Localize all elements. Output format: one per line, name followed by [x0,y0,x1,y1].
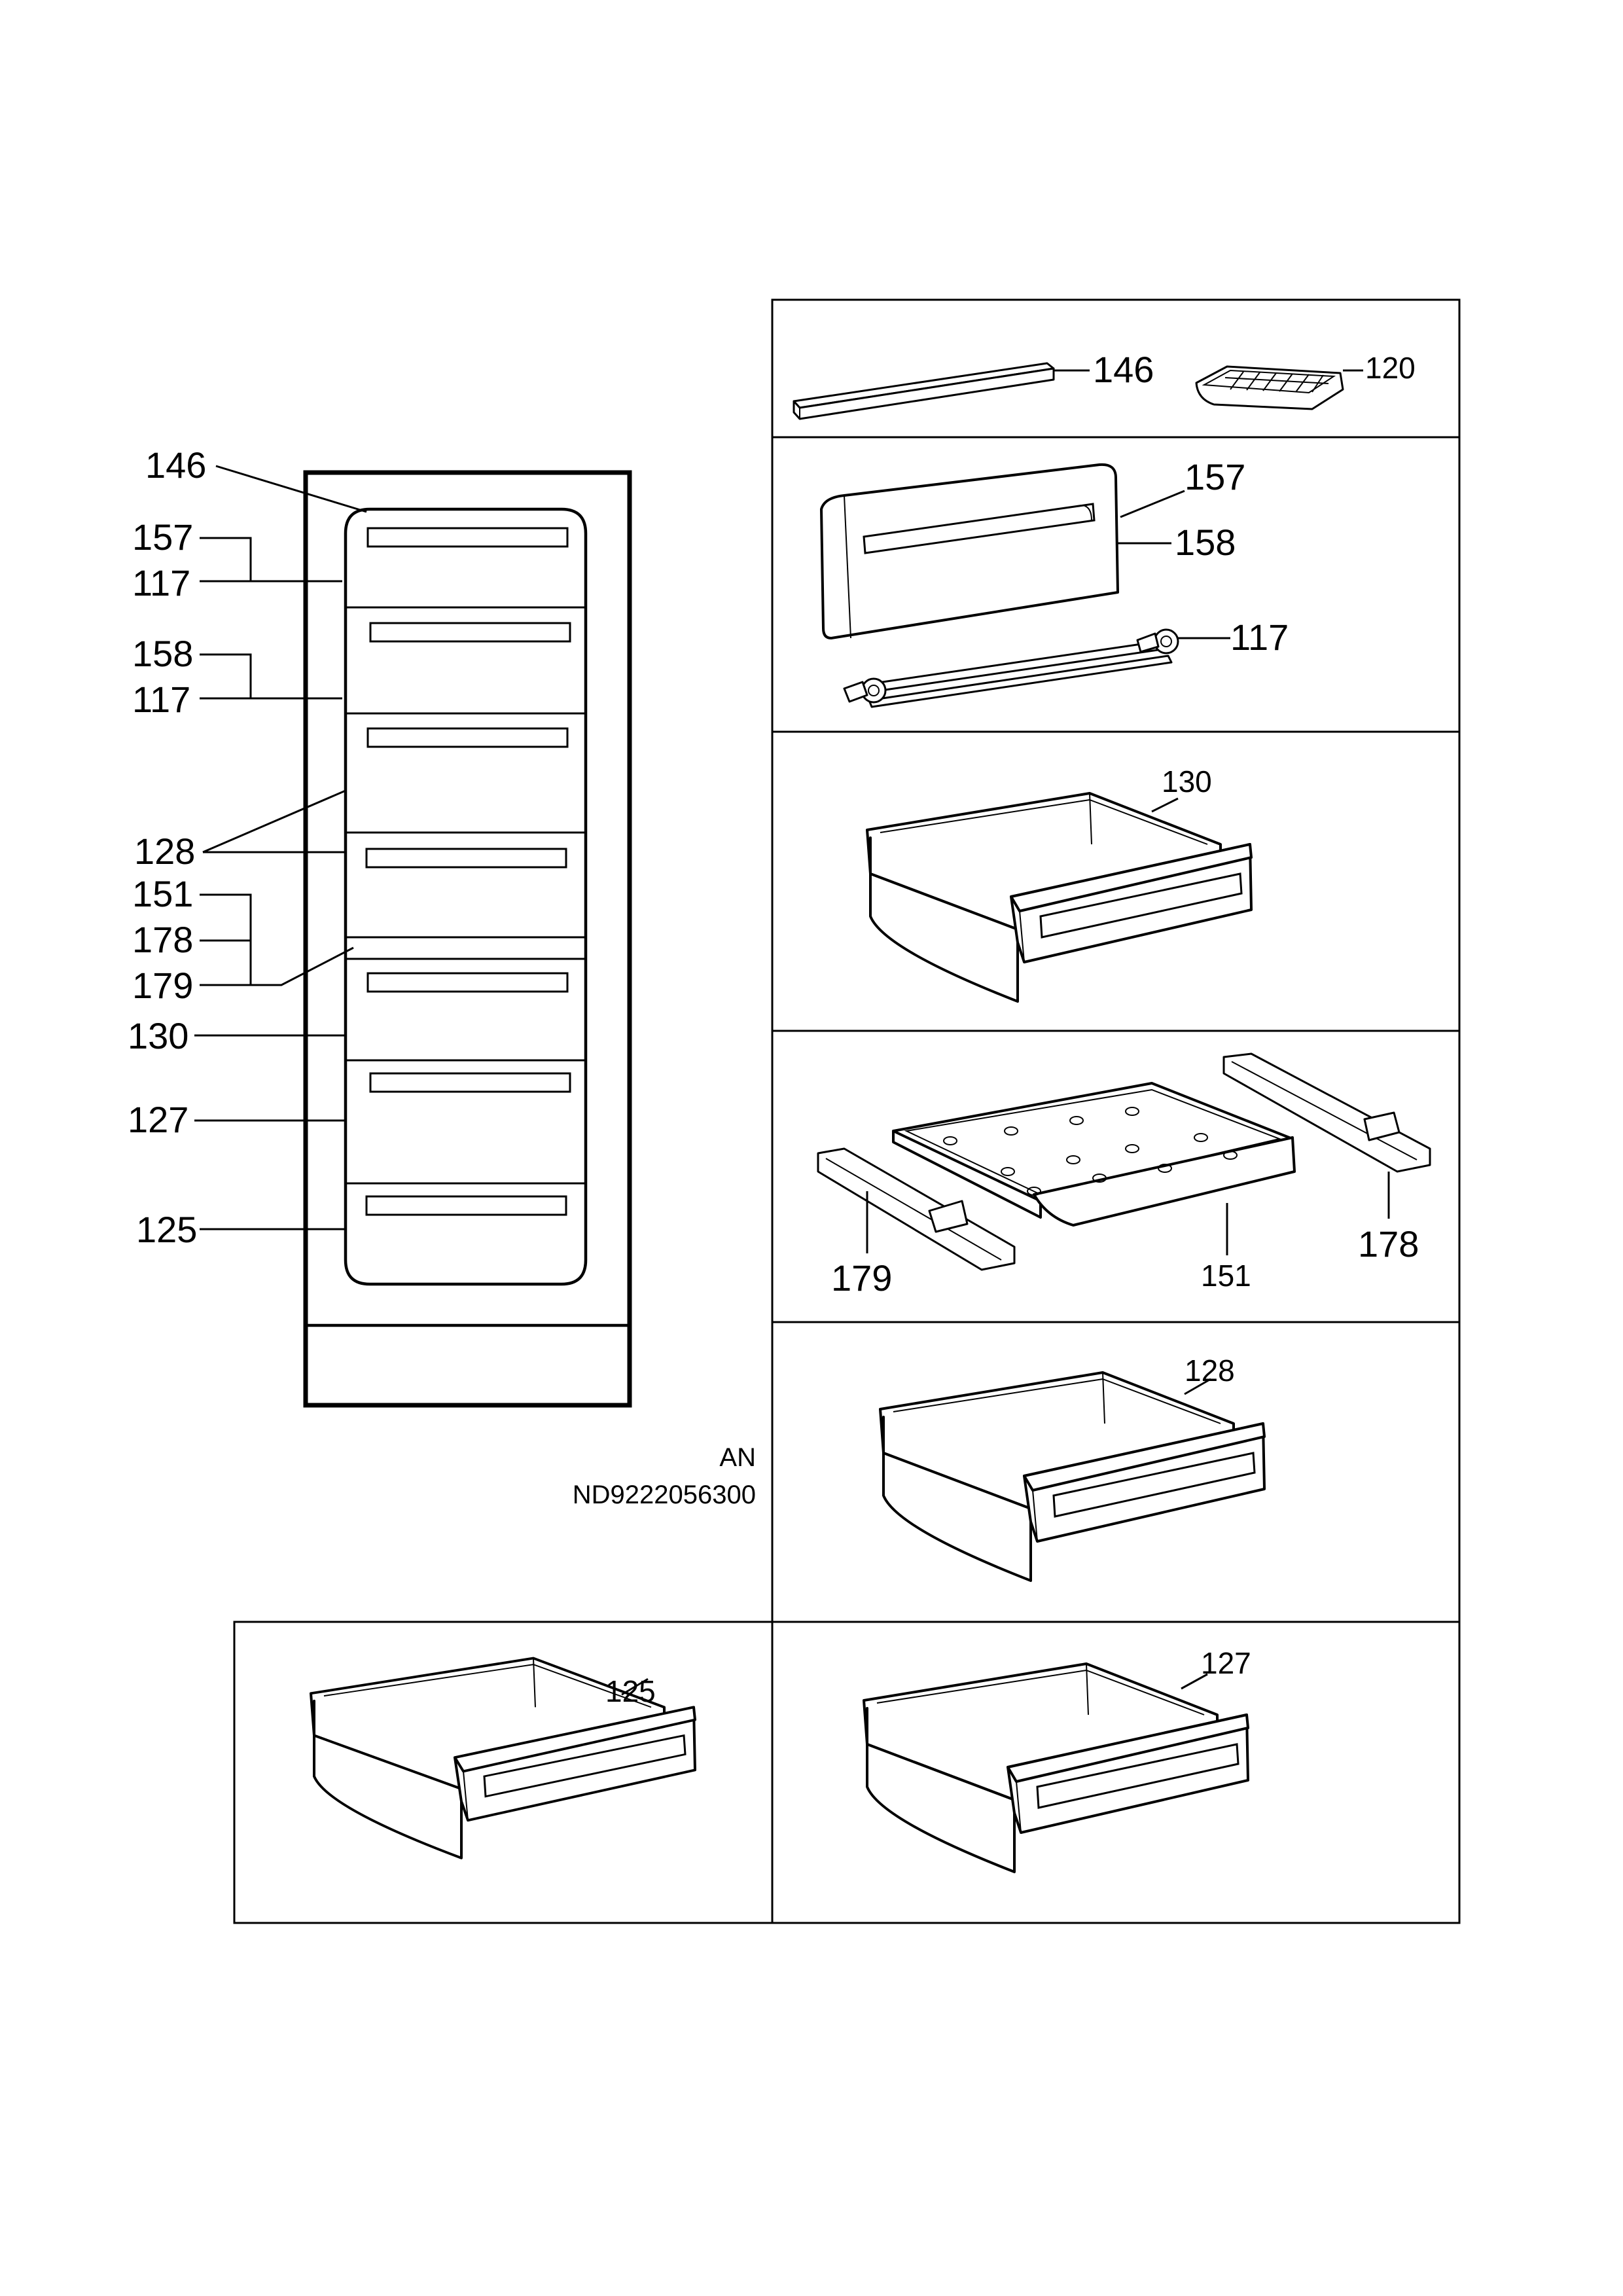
label-157: 157 [132,516,193,558]
drawer-125-panel [310,1657,696,1859]
label-117-upper: 117 [132,562,190,603]
shelf-icon [892,1082,1296,1227]
label-128: 128 [134,831,195,872]
label-151: 151 [132,873,193,914]
drawer-icon [879,1371,1266,1582]
label-125: 125 [136,1209,197,1250]
drawer-130-panel: 130 [866,764,1253,1003]
drawer-128-label: 128 [1185,1354,1235,1388]
overview-labels: 146 157 117 158 117 128 151 178 179 130 … [128,444,206,1250]
rail-label: 146 [1093,349,1154,390]
flap-door-icon [820,463,1119,639]
drawer-127-panel [863,1662,1249,1873]
drawer-icon [866,792,1253,1003]
drawing-code-an: AN [719,1443,756,1472]
drawer-icon [310,1657,696,1859]
shelf-panel: 179 151 178 [817,1052,1431,1299]
label-179: 179 [132,965,193,1006]
drawing-code-number: ND9222056300 [573,1480,756,1509]
drawer-127-label: 127 [1201,1646,1251,1680]
label-117-lower: 117 [132,679,190,720]
drawer-130-label: 130 [1162,764,1212,798]
flap-panel: 157 158 117 [820,456,1289,708]
drawer-128-panel [879,1371,1266,1582]
tray-label: 120 [1365,351,1416,385]
overview-leaders [194,465,367,1230]
hinge-bar-icon [843,628,1179,708]
label-178: 178 [132,919,193,960]
flap-top-label: 157 [1185,456,1245,497]
shelf-label: 151 [1201,1259,1251,1293]
label-146: 146 [145,444,206,486]
label-127: 127 [128,1099,188,1140]
label-158: 158 [132,633,193,674]
strip-panel: 146 120 [793,349,1416,420]
drawer-125-label: 125 [605,1674,656,1708]
panel-grid [233,298,1461,1924]
hinge-label: 117 [1230,617,1289,658]
label-130: 130 [128,1015,188,1056]
ice-cube-tray-icon [1195,365,1344,410]
right-runner-label: 178 [1358,1223,1419,1265]
runner-icon [817,1052,1431,1271]
freezer-cabinet-icon [303,470,632,1408]
drawer-icon [863,1662,1249,1873]
flap-label: 158 [1175,522,1236,563]
left-runner-label: 179 [831,1257,892,1299]
rail-icon [793,362,1055,420]
